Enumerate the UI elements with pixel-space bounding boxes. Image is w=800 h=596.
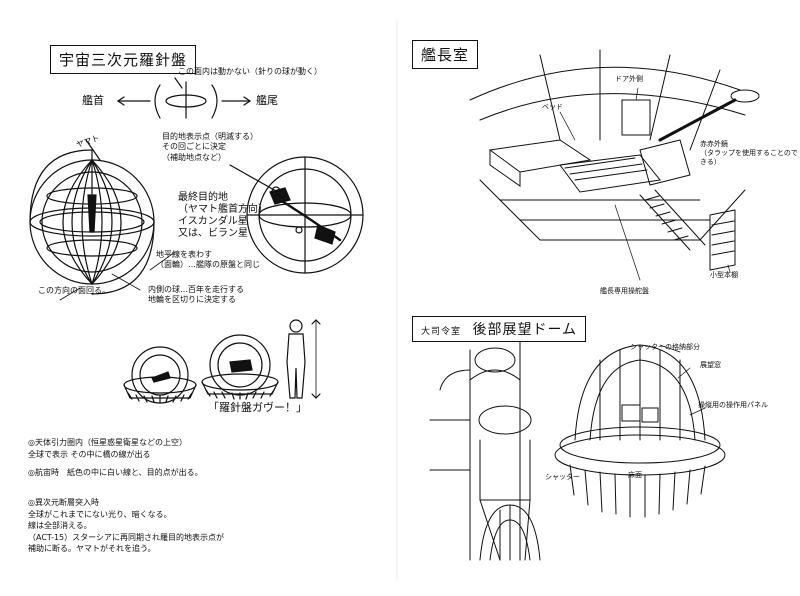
- horizon-note: 地平線を表わす （面輪）…艦隊の原盤と同じ: [156, 250, 260, 270]
- label-captain-panel: 艦長専用操舵盤: [600, 287, 649, 295]
- compass-sketch-small-a: [123, 346, 197, 404]
- label-shutter-housing: シャッターの格納部分: [630, 343, 700, 351]
- ring-diagram-right: [229, 156, 364, 274]
- dome-title: 後部展望ドーム: [472, 322, 578, 338]
- label-door: ドア外側: [615, 75, 643, 83]
- label-control-panel: 操縦用の操作用パネル: [698, 401, 768, 409]
- compass-title-box: 宇宙三次元羅針盤: [50, 45, 197, 74]
- compass-sketch-small-b: [201, 334, 279, 400]
- target-point-note: 目的地表示点（明滅する） その回ごとに決定 （補助地点など）: [162, 132, 258, 162]
- label-shutter: シャッター: [545, 473, 580, 481]
- captain-room-title: 艦長室: [421, 46, 470, 64]
- note-1: ◎天体引力圏内（恒星惑星衛星などの上空） 全球で表示 その中に橋の線が出る: [28, 438, 187, 459]
- captain-room-sketch: [469, 49, 760, 281]
- sphere-diagram-left: [29, 139, 155, 295]
- dome-title-prefix: 大司令室: [421, 327, 462, 337]
- captain-room-title-box: 艦長室: [412, 40, 479, 69]
- human-scale-figure: [286, 319, 321, 399]
- inner-ball-note: 内側の球…百年を走行する 地輪を区切りに決定する: [148, 285, 244, 305]
- label-floor: 床面: [628, 471, 642, 479]
- label-bookshelf: 小型本棚: [710, 271, 738, 279]
- label-bed: ベッド: [542, 103, 563, 111]
- compass-top-note: この面内は動かない（針りの球が動く）: [178, 67, 322, 76]
- note-2: ◎航宙時 紙色の中に白い線と、目的点が出る。: [28, 468, 203, 477]
- label-telescope: 赤赤外鏡 （タラップを使用することのできる）: [700, 140, 798, 167]
- label-window: 展望窓: [700, 361, 721, 369]
- compass-caption: 「羅針盤ガヴー！」: [208, 401, 307, 414]
- dome-title-box: 大司令室 後部展望ドーム: [412, 316, 587, 342]
- compass-title: 宇宙三次元羅針盤: [59, 51, 188, 69]
- direction-note: この方向の面回る。: [38, 286, 110, 295]
- label-bow: 艦首: [82, 94, 104, 107]
- final-target-note: 最終目的地 （ヤマト艦首方向） イスカンダル星 又は、ビラン星: [178, 192, 268, 239]
- label-stern: 艦尾: [256, 94, 278, 107]
- compass-mini-diagram: [116, 77, 252, 119]
- note-3: ◎異次元断層突入時 全球がこれまでにない光り、暗くなる。 線は全部消える。 （A…: [28, 498, 224, 554]
- observation-dome-sketch: [429, 329, 726, 561]
